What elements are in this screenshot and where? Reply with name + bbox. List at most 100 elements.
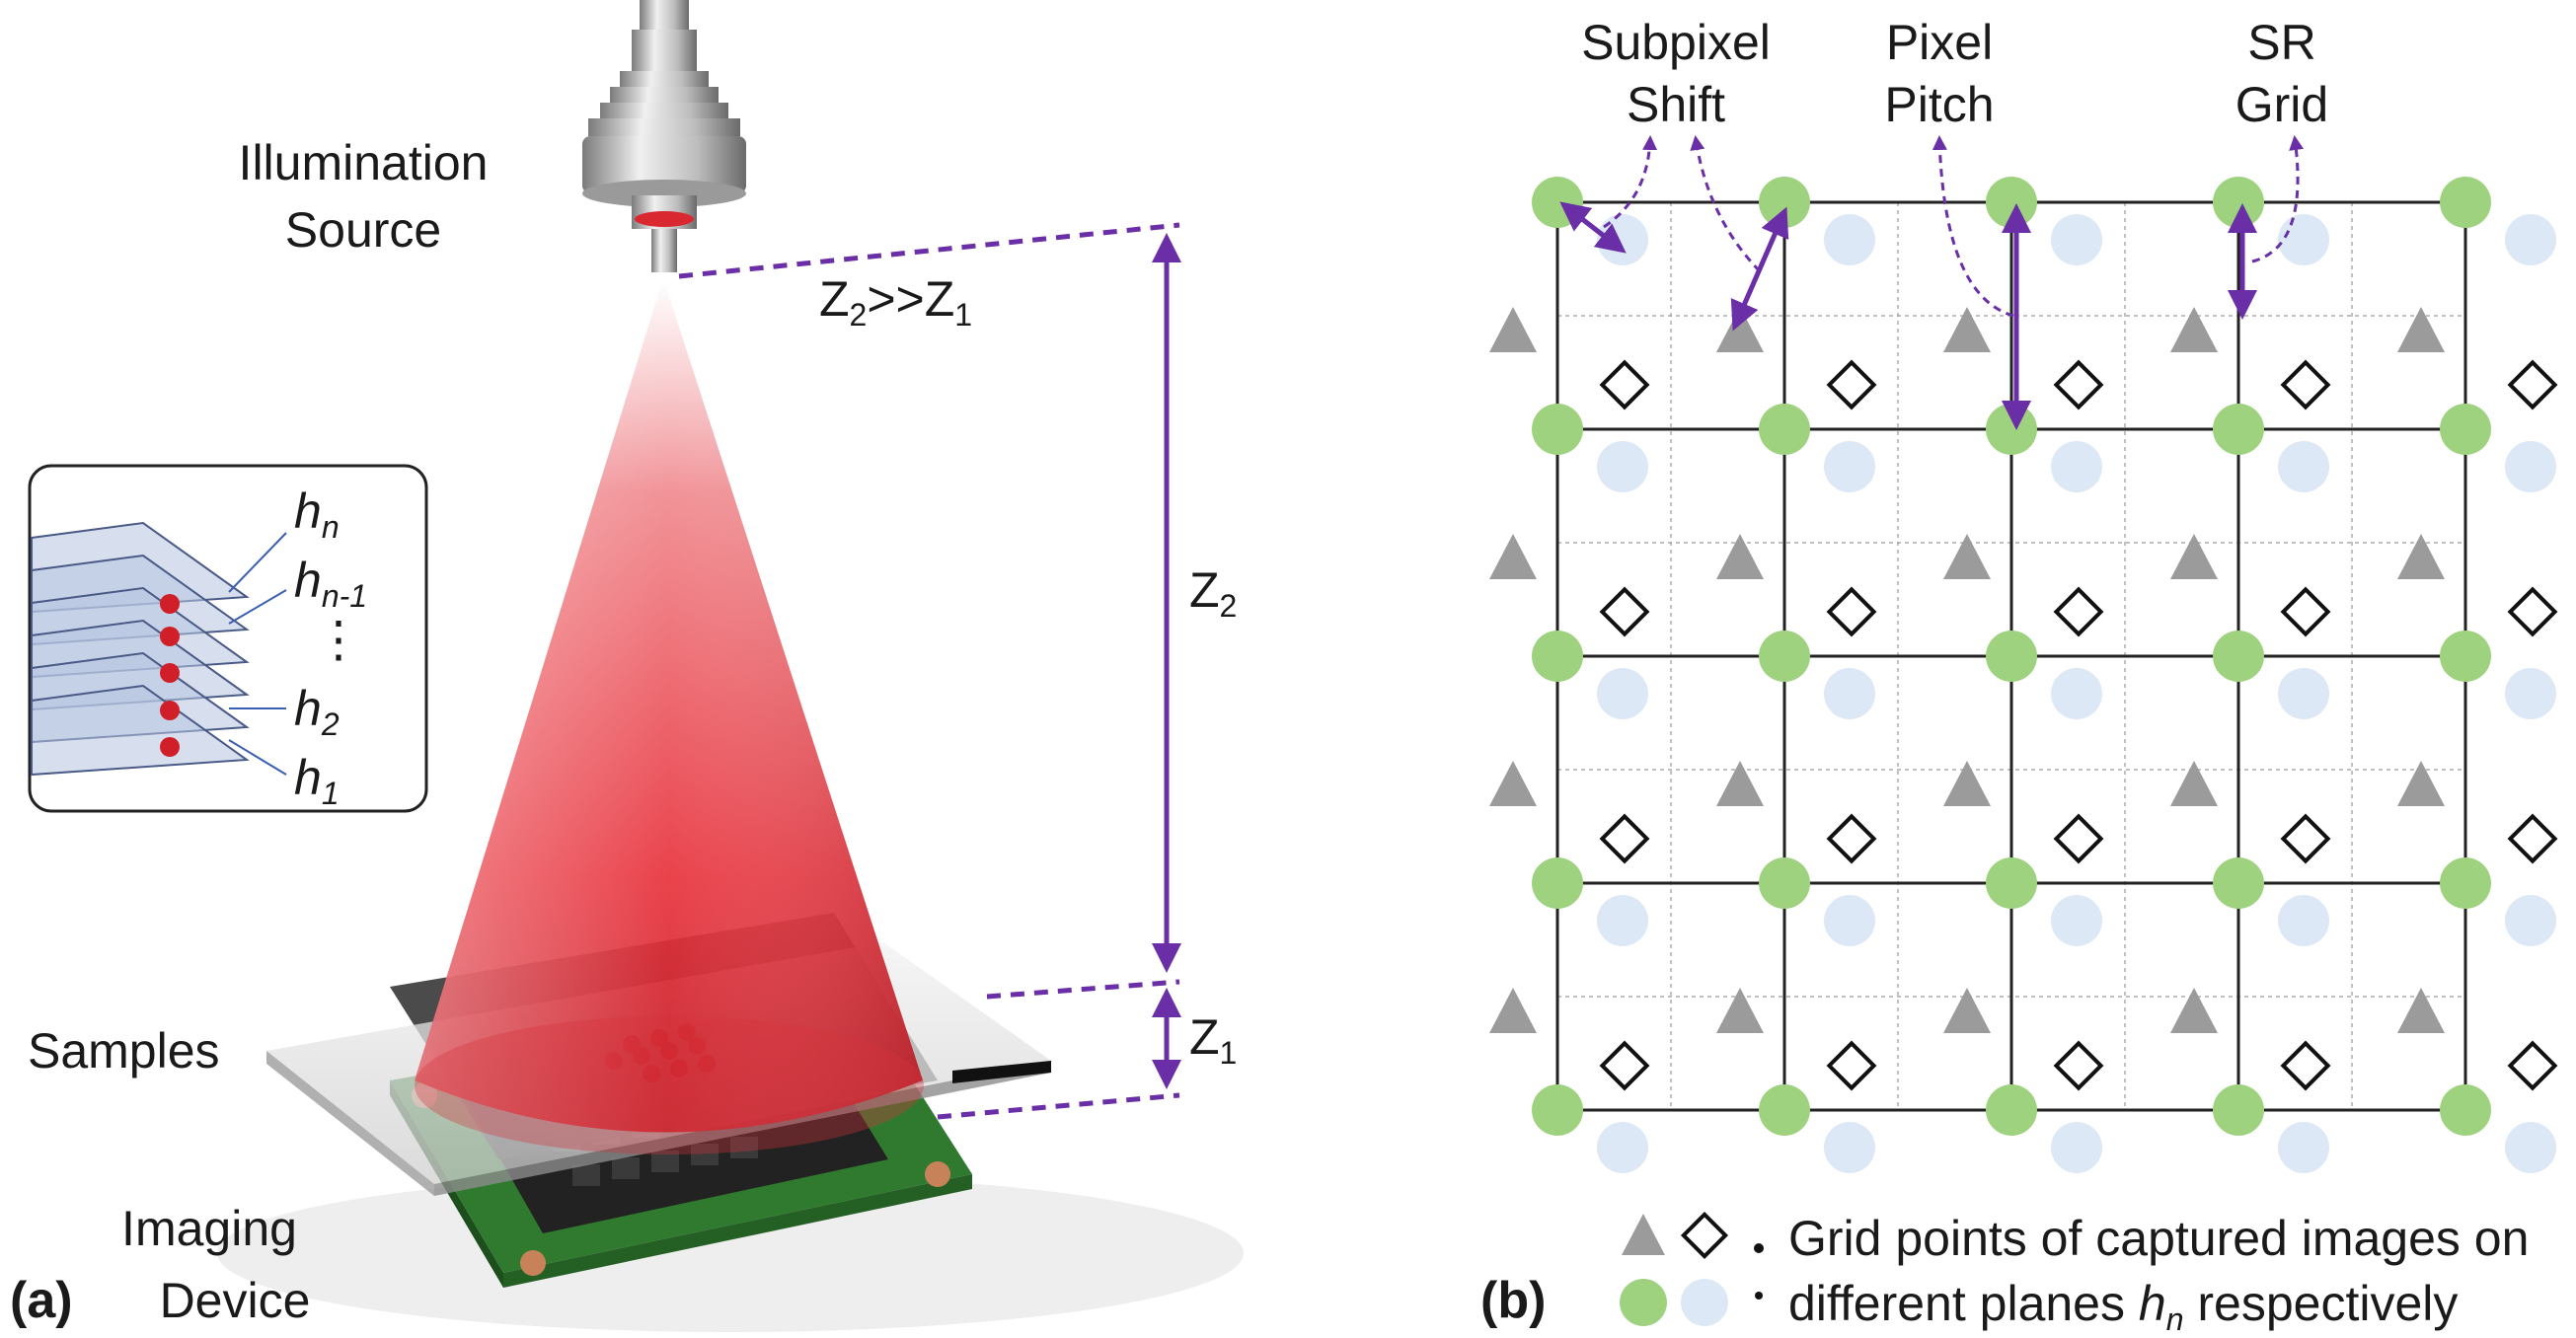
distance-guides bbox=[678, 222, 1180, 1120]
diamond-grid-point bbox=[1599, 359, 1650, 410]
diamond-grid-point bbox=[2280, 359, 2331, 410]
green-grid-point bbox=[2440, 631, 2491, 682]
blue-grid-point bbox=[2051, 668, 2102, 719]
diamond-grid-point bbox=[1599, 813, 1650, 864]
triangle-grid-point bbox=[1943, 534, 1991, 579]
legend-bullet-2 bbox=[1755, 1292, 1763, 1300]
triangle-grid-point bbox=[1943, 307, 1991, 352]
diamond-grid-point bbox=[2053, 586, 2104, 637]
legend: Grid points of captured images on differ… bbox=[1620, 1211, 2529, 1337]
green-grid-point bbox=[1986, 857, 2037, 909]
samples-label: Samples bbox=[28, 1023, 220, 1078]
diamond-grid-point bbox=[2507, 586, 2558, 637]
diamond-grid-point bbox=[2280, 586, 2331, 637]
green-grid-point bbox=[1986, 631, 2037, 682]
pixel-pitch-label-1: Pixel bbox=[1886, 15, 1993, 70]
panel-a: hn hn-1 ⋮ h2 h1 Illumination Source Z2>>… bbox=[10, 0, 1244, 1332]
diamond-grid-point bbox=[2053, 359, 2104, 410]
imaging-label-1: Imaging bbox=[121, 1201, 297, 1256]
triangle-grid-point bbox=[1943, 761, 1991, 806]
green-grid-point bbox=[1986, 177, 2037, 228]
green-grid-point bbox=[2213, 404, 2264, 455]
blue-grid-point bbox=[1824, 1122, 1875, 1173]
blue-grid-point bbox=[1824, 668, 1875, 719]
blue-grid-point bbox=[2051, 1122, 2102, 1173]
inset-particles bbox=[160, 594, 180, 757]
diamond-grid-point bbox=[2280, 813, 2331, 864]
subpixel-shift-arrow-1 bbox=[1559, 201, 1627, 254]
blue-grid-point bbox=[2505, 1122, 2556, 1173]
diamond-grid-points bbox=[1599, 359, 2558, 1091]
triangle-grid-point bbox=[2170, 534, 2218, 579]
subpixel-shift-label-2: Shift bbox=[1627, 77, 1725, 132]
green-grid-point bbox=[1532, 177, 1583, 228]
callout-arrows bbox=[1559, 201, 2257, 430]
inset-label-ellipsis: ⋮ bbox=[314, 612, 363, 667]
triangle-grid-point bbox=[1716, 988, 1764, 1033]
inset-leader-lines bbox=[228, 532, 287, 776]
legend-diamond bbox=[1680, 1211, 1729, 1260]
diamond-grid-point bbox=[1599, 586, 1650, 637]
blue-grid-point bbox=[1597, 668, 1648, 719]
blue-grid-point bbox=[1824, 214, 1875, 265]
green-grid-point bbox=[1532, 631, 1583, 682]
diamond-grid-point bbox=[1599, 1040, 1650, 1091]
blue-grid-point bbox=[2278, 668, 2329, 719]
diamond-grid-point bbox=[2507, 813, 2558, 864]
diamond-grid-point bbox=[2280, 1040, 2331, 1091]
inset-label-h2: h2 bbox=[294, 681, 340, 742]
plane-inset: hn hn-1 ⋮ h2 h1 bbox=[28, 464, 428, 813]
blue-grid-point bbox=[1597, 895, 1648, 946]
diamond-grid-point bbox=[1826, 586, 1877, 637]
green-grid-point bbox=[2213, 177, 2264, 228]
blue-grid-point bbox=[2051, 441, 2102, 492]
triangle-grid-point bbox=[2397, 988, 2445, 1033]
triangle-grid-point bbox=[1943, 988, 1991, 1033]
green-grid-point bbox=[1759, 177, 1810, 228]
blue-grid-point bbox=[2278, 214, 2329, 265]
inset-label-h1: h1 bbox=[294, 750, 340, 811]
blue-grid-point bbox=[1597, 214, 1648, 265]
green-grid-point bbox=[1986, 404, 2037, 455]
legend-line-2: different planes hn respectively bbox=[1788, 1276, 2458, 1337]
triangle-grid-point bbox=[1716, 534, 1764, 579]
subpixel-shift-label-1: Subpixel bbox=[1581, 15, 1771, 70]
diamond-grid-point bbox=[1826, 1040, 1877, 1091]
green-grid-point bbox=[1759, 404, 1810, 455]
triangle-grid-point bbox=[1489, 761, 1537, 806]
inset-planes bbox=[31, 521, 250, 777]
diamond-grid-point bbox=[1826, 359, 1877, 410]
green-grid-point bbox=[1532, 404, 1583, 455]
diamond-grid-point bbox=[2507, 1040, 2558, 1091]
blue-grid-point bbox=[2051, 895, 2102, 946]
pixel-pitch-label-2: Pitch bbox=[1884, 77, 1994, 132]
subpixel-shift-arrow-2 bbox=[1730, 206, 1789, 332]
diamond-grid-point bbox=[2507, 359, 2558, 410]
green-grid-point bbox=[1759, 857, 1810, 909]
blue-grid-point bbox=[1597, 441, 1648, 492]
triangle-grid-point bbox=[1716, 761, 1764, 806]
triangle-grid-point bbox=[2397, 307, 2445, 352]
triangle-grid-point bbox=[2170, 307, 2218, 352]
z1-label: Z1 bbox=[1189, 1009, 1237, 1071]
triangle-grid-point bbox=[1489, 307, 1537, 352]
triangle-grid-point bbox=[1489, 534, 1537, 579]
triangle-grid-point bbox=[1489, 988, 1537, 1033]
inset-label-hn: hn bbox=[294, 483, 340, 545]
diamond-grid-point bbox=[2053, 1040, 2104, 1091]
blue-grid-point bbox=[2505, 214, 2556, 265]
green-grid-point bbox=[1532, 1084, 1583, 1136]
legend-blue-dot bbox=[1681, 1279, 1728, 1326]
blue-grid-point bbox=[2278, 895, 2329, 946]
green-grid-point bbox=[1759, 631, 1810, 682]
illumination-label-1: Illumination bbox=[239, 135, 489, 190]
triangle-grid-point bbox=[2397, 761, 2445, 806]
legend-green-dot bbox=[1620, 1279, 1667, 1326]
callout-leaders bbox=[1603, 135, 2305, 318]
green-grid-point bbox=[1986, 1084, 2037, 1136]
legend-line-1: Grid points of captured images on bbox=[1788, 1211, 2529, 1266]
triangle-grid-point bbox=[2170, 988, 2218, 1033]
sr-grid-label-1: SR bbox=[2247, 15, 2315, 70]
legend-triangle bbox=[1622, 1214, 1665, 1255]
